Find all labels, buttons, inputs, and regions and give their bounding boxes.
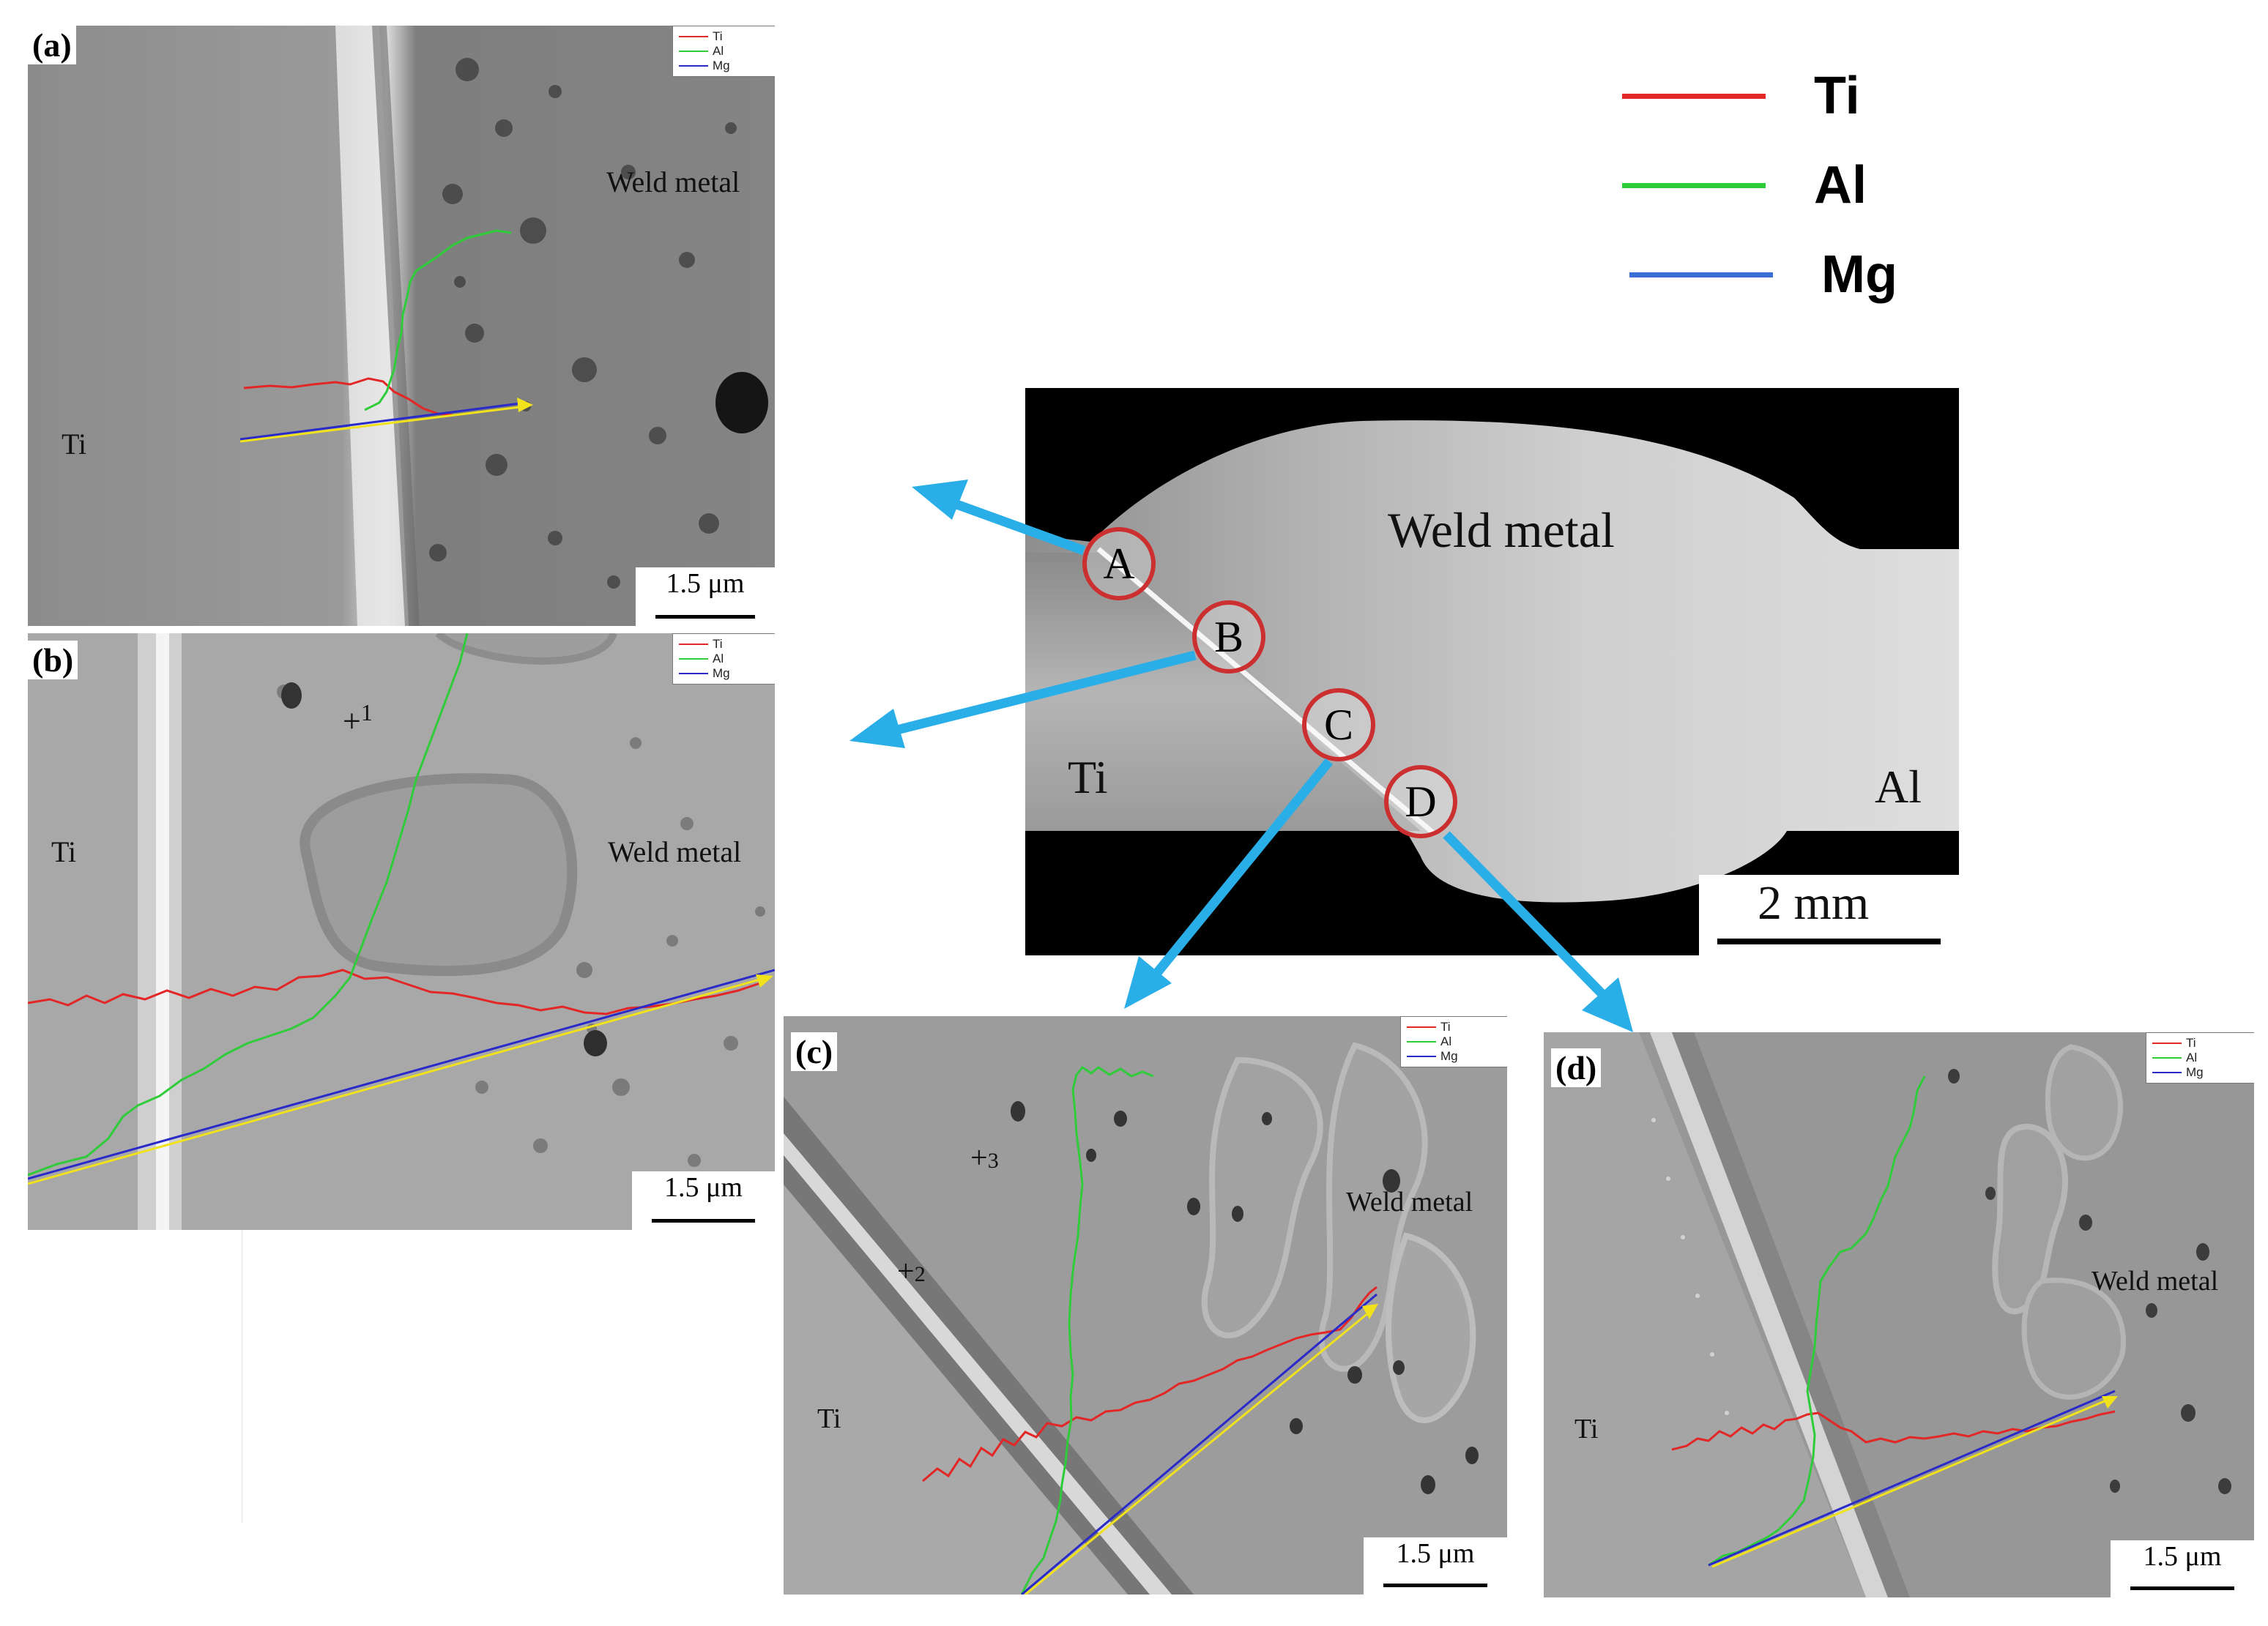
macro-label-weld: Weld metal [1388,502,1615,558]
legend-label-al: Al [1814,156,1867,215]
mini-legend-row: Al [1407,1034,1507,1049]
macro-label-ti: Ti [1068,751,1108,803]
mini-legend-d: Ti Al Mg [2146,1032,2254,1084]
marker-b: B [1192,600,1265,674]
label-ti-a: Ti [62,428,87,460]
point-marker-3: +3 [970,1141,999,1175]
panel-tag-c: (c) [791,1032,838,1071]
sem-image-b [28,633,775,1230]
mini-legend-row: Mg [679,666,775,681]
macro-image [1025,388,1959,955]
panel-tag-b: (b) [28,641,78,679]
mini-legend-row: Ti [679,637,775,652]
scale-bar-d: 1.5 μm [2111,1540,2254,1597]
macro-scale-text: 2 mm [1758,876,1870,930]
arrow-c-head [1124,956,1172,1009]
mini-legend-row: Ti [2152,1036,2254,1051]
arrow-a-head [912,480,968,520]
mini-legend-c: Ti Al Mg [1400,1016,1507,1067]
point-marker-1: +1 [343,699,373,739]
legend-label-mg: Mg [1821,245,1897,304]
mini-legend-a: Ti Al Mg [672,26,775,77]
panel-tag-d: (d) [1551,1048,1602,1087]
scale-bar-c: 1.5 μm [1364,1537,1507,1595]
label-weld-a: Weld metal [606,165,740,198]
panel-b: (b) Ti Weld metal +1 Ti Al Mg 1.5 μm [28,633,775,1230]
mini-legend-row: Mg [679,59,775,73]
mini-legend-row: Mg [2152,1065,2254,1080]
mini-legend-row: Mg [1407,1049,1507,1064]
panel-a: (a) Ti Weld metal Ti Al Mg 1.5 μm [28,26,775,626]
mini-legend-b: Ti Al Mg [672,633,775,685]
scale-bar-b: 1.5 μm [632,1171,775,1230]
legend-row-mg: Mg [1629,245,1897,305]
macro-label-al: Al [1875,761,1922,813]
panel-c: (c) Ti Weld metal +3 +2 Ti Al Mg 1.5 μm [784,1016,1507,1595]
marker-a: A [1082,527,1156,600]
marker-d: D [1384,765,1457,838]
sem-image-a [28,26,775,626]
overview-macro: Weld metal Ti Al 2 mm [1025,388,1959,955]
label-ti-b: Ti [51,835,77,868]
mini-legend-row: Al [679,44,775,59]
point-marker-2: +2 [897,1255,926,1289]
label-weld-c: Weld metal [1346,1187,1473,1217]
label-weld-b: Weld metal [608,835,742,868]
panel-tag-a: (a) [28,26,76,64]
legend-row-ti: Ti [1622,66,1860,126]
label-ti-d: Ti [1574,1414,1599,1444]
mini-legend-row: Al [2152,1051,2254,1065]
sem-image-d [1544,1032,2254,1597]
arrow-d-head [1582,977,1633,1032]
arrow-b-head [849,709,905,748]
label-weld-d: Weld metal [2092,1266,2219,1297]
mini-legend-row: Ti [679,29,775,44]
legend-label-ti: Ti [1814,67,1860,125]
mini-legend-row: Ti [1407,1020,1507,1034]
panel-d: (d) Ti Weld metal Ti Al Mg 1.5 μm [1544,1032,2254,1597]
label-ti-c: Ti [817,1403,841,1434]
scale-bar-a: 1.5 μm [636,567,775,626]
main-legend: Ti Al Mg [1622,59,1930,322]
legend-row-al: Al [1622,155,1867,215]
sem-image-c [784,1016,1507,1595]
mini-legend-row: Al [679,652,775,666]
marker-c: C [1302,688,1375,761]
